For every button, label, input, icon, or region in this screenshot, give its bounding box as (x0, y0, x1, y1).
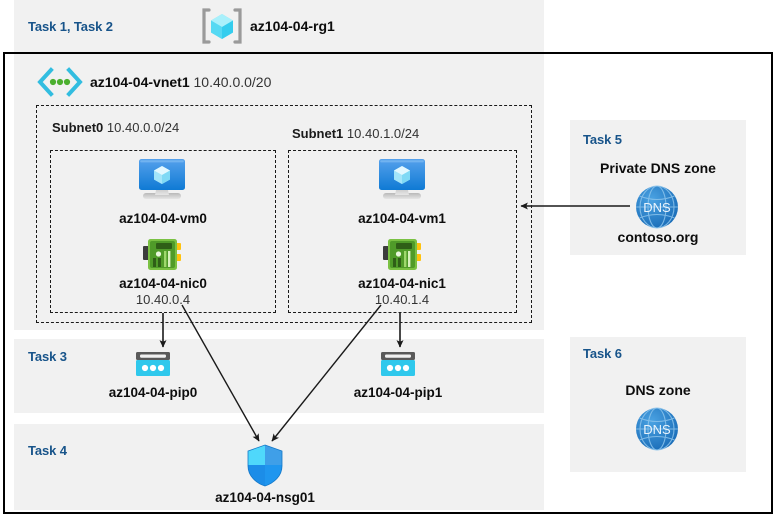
task-label-5: Task 5 (583, 132, 622, 147)
resource-group-name-text: az104-04-rg1 (250, 18, 335, 34)
vnet-label: az104-04-vnet1 10.40.0.0/20 (90, 74, 271, 90)
private-dns-zone-name: contoso.org (617, 229, 699, 245)
subnet1-cidr: 10.40.1.0/24 (346, 126, 420, 141)
vnet-address-space: 10.40.0.0/20 (193, 74, 272, 90)
nic0-name: az104-04-nic0 (119, 276, 207, 291)
vnet-outer-border (3, 52, 773, 514)
network-security-group-icon (246, 444, 284, 488)
pip1-name: az104-04-pip1 (353, 385, 443, 400)
network-interface-icon (141, 236, 183, 274)
nic1-name: az104-04-nic1 (358, 276, 446, 291)
private-dns-heading: Private DNS zone (600, 160, 716, 176)
subnet0-title: Subnet0 10.40.0.0/24 (52, 120, 179, 135)
vm0-name: az104-04-vm0 (119, 211, 207, 226)
svg-text:DNS: DNS (643, 422, 671, 437)
virtual-machine-icon (132, 157, 192, 209)
subnet0-cidr: 10.40.0.0/24 (106, 120, 180, 135)
resource-group-name: az104-04-rg1 (250, 18, 335, 34)
nic0-ip: 10.40.0.4 (135, 292, 191, 307)
svg-text:DNS: DNS (643, 200, 671, 215)
public-ip-panel (14, 339, 544, 413)
task-label-6: Task 6 (583, 346, 622, 361)
subnet1-box (288, 150, 517, 313)
public-dns-heading: DNS zone (625, 382, 691, 398)
dns-zone-icon: DNS (633, 183, 681, 231)
subnet1-name: Subnet1 (292, 126, 344, 141)
subnet0-box (50, 150, 276, 313)
virtual-network-icon (36, 67, 84, 97)
task-label-3: Task 3 (28, 349, 67, 364)
vm1-name: az104-04-vm1 (358, 211, 446, 226)
nic1-ip: 10.40.1.4 (374, 292, 430, 307)
resource-group-panel (14, 0, 544, 330)
nsg-name: az104-04-nsg01 (215, 490, 315, 505)
network-interface-icon (381, 236, 423, 274)
pip0-name: az104-04-pip0 (108, 385, 198, 400)
public-ip-address-icon (379, 350, 417, 380)
vnet-name: az104-04-vnet1 (90, 74, 190, 90)
task-label-4: Task 4 (28, 443, 67, 458)
subnet1-title: Subnet1 10.40.1.0/24 (292, 126, 419, 141)
task-label-1-2: Task 1, Task 2 (28, 19, 113, 34)
public-ip-address-icon (134, 350, 172, 380)
resource-group-icon (200, 7, 244, 45)
subnet0-name: Subnet0 (52, 120, 104, 135)
virtual-machine-icon (372, 157, 432, 209)
dns-zone-icon: DNS (633, 405, 681, 453)
